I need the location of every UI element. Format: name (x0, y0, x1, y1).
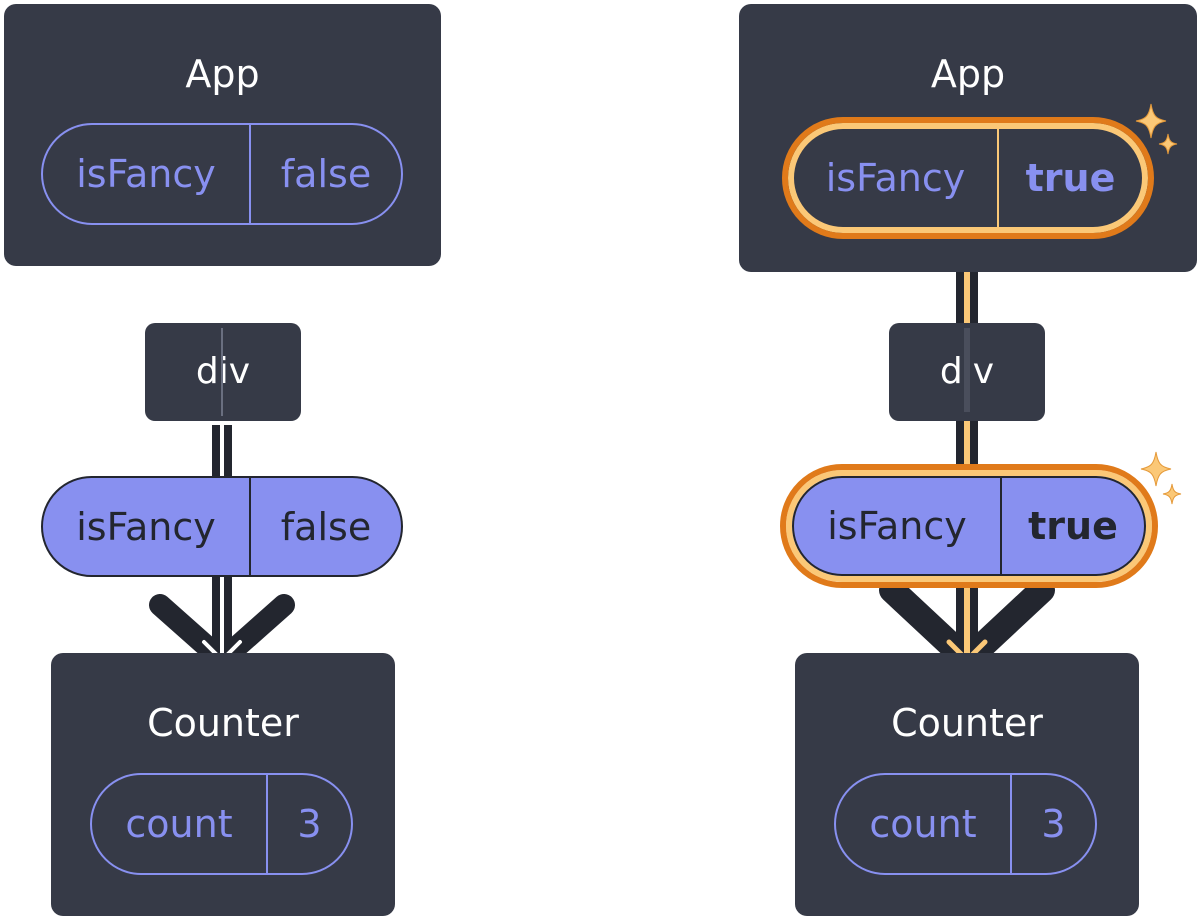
right-prop-highlight-ring (780, 464, 1158, 588)
sparkle-icon (1135, 103, 1178, 155)
right-counter-state-name: count (869, 802, 977, 846)
right-prop-value: true (1000, 478, 1144, 574)
right-prop-pill: isFancy true (792, 476, 1146, 576)
sparkle-icon (1140, 451, 1182, 505)
right-prop-name: isFancy (827, 504, 967, 548)
right-counter-state-pill: count 3 (834, 773, 1097, 875)
left-counter-title: Counter (147, 701, 299, 745)
left-counter-state-name: count (125, 802, 233, 846)
left-counter-state-pill: count 3 (90, 773, 353, 875)
left-app-state-name: isFancy (76, 152, 216, 196)
right-counter-box: Counter count 3 (795, 653, 1139, 916)
right-app-state-pill: isFancy true (794, 129, 1142, 227)
left-prop-name: isFancy (76, 504, 216, 549)
left-app-box: App isFancy false (4, 4, 441, 266)
right-app-state-name: isFancy (825, 156, 966, 200)
left-app-state-pill: isFancy false (41, 123, 403, 225)
left-prop-pill: isFancy false (41, 476, 403, 577)
right-connectors (879, 235, 1055, 673)
left-app-title: App (185, 52, 260, 96)
left-prop-value: false (249, 478, 401, 575)
right-div-inner-mark (964, 328, 970, 412)
right-app-state-value: true (997, 129, 1142, 227)
left-counter-box: Counter count 3 (51, 653, 395, 916)
right-app-highlight-ring (782, 117, 1154, 239)
left-div-title: div (145, 351, 301, 392)
right-counter-title: Counter (891, 701, 1043, 745)
left-div-inner-line (221, 328, 223, 416)
left-app-state-value: false (249, 125, 401, 223)
left-counter-state-value: 3 (266, 775, 351, 873)
right-app-title: App (930, 52, 1006, 96)
left-div-box: div (145, 323, 301, 421)
right-counter-state-value: 3 (1010, 775, 1095, 873)
